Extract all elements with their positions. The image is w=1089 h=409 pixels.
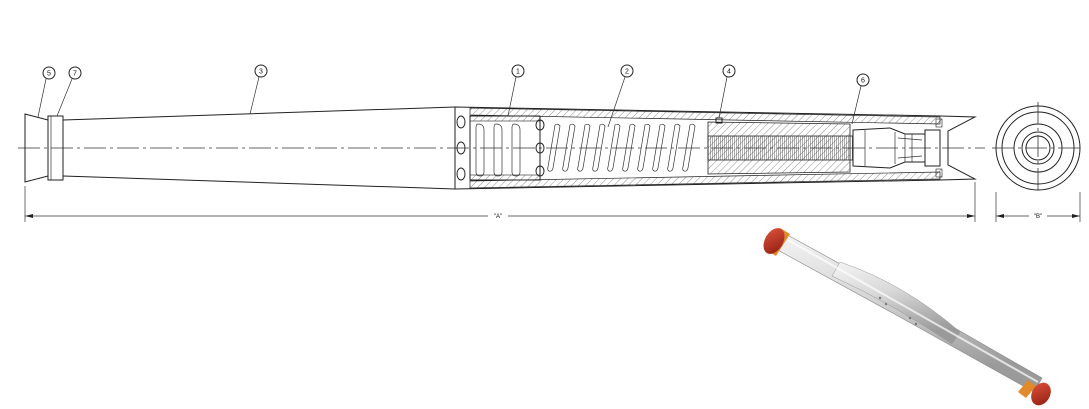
- spring-coil: [592, 123, 606, 172]
- dimension-a: "A": [24, 182, 976, 222]
- svg-text:6: 6: [861, 78, 865, 85]
- spring-coil: [652, 123, 666, 172]
- spring: [475, 123, 696, 177]
- svg-text:7: 7: [73, 71, 77, 78]
- spring-coil: [475, 123, 485, 177]
- svg-text:5: 5: [47, 71, 51, 78]
- spring-coil: [511, 123, 521, 177]
- svg-text:1: 1: [516, 69, 520, 76]
- callout-2: 2: [607, 64, 634, 128]
- spring-coil: [493, 123, 503, 177]
- svg-text:2: 2: [625, 69, 629, 76]
- svg-text:4: 4: [727, 69, 731, 76]
- svg-text:3: 3: [259, 69, 263, 76]
- handle-body: [62, 106, 456, 190]
- threaded-rod: [707, 135, 854, 161]
- callout-7: 7: [56, 66, 82, 117]
- spring-coil: [607, 123, 621, 172]
- callout-1: 1: [507, 64, 525, 117]
- spring-coil: [547, 123, 561, 172]
- spring-coil: [622, 123, 636, 172]
- spring-coil: [562, 123, 576, 172]
- callout-6: 6: [851, 73, 870, 125]
- callout-4: 4: [718, 64, 736, 119]
- svg-text:"A": "A": [494, 214, 502, 220]
- band-left: [47, 115, 64, 181]
- callouts: 5 7 3 1 2 4 6: [37, 64, 870, 128]
- end-view: "B": [992, 102, 1084, 222]
- barrel-outline: [454, 106, 977, 190]
- bat-3d-render: [763, 228, 1051, 406]
- spring-coil: [667, 123, 681, 172]
- side-view: [18, 106, 985, 190]
- callout-3: 3: [249, 64, 268, 115]
- callout-5: 5: [37, 66, 56, 118]
- dimension-b: "B": [1034, 214, 1042, 220]
- spring-coil: [682, 123, 696, 172]
- spring-coil: [577, 123, 591, 172]
- wall-bottom: [469, 171, 941, 189]
- spring-coil: [637, 123, 651, 172]
